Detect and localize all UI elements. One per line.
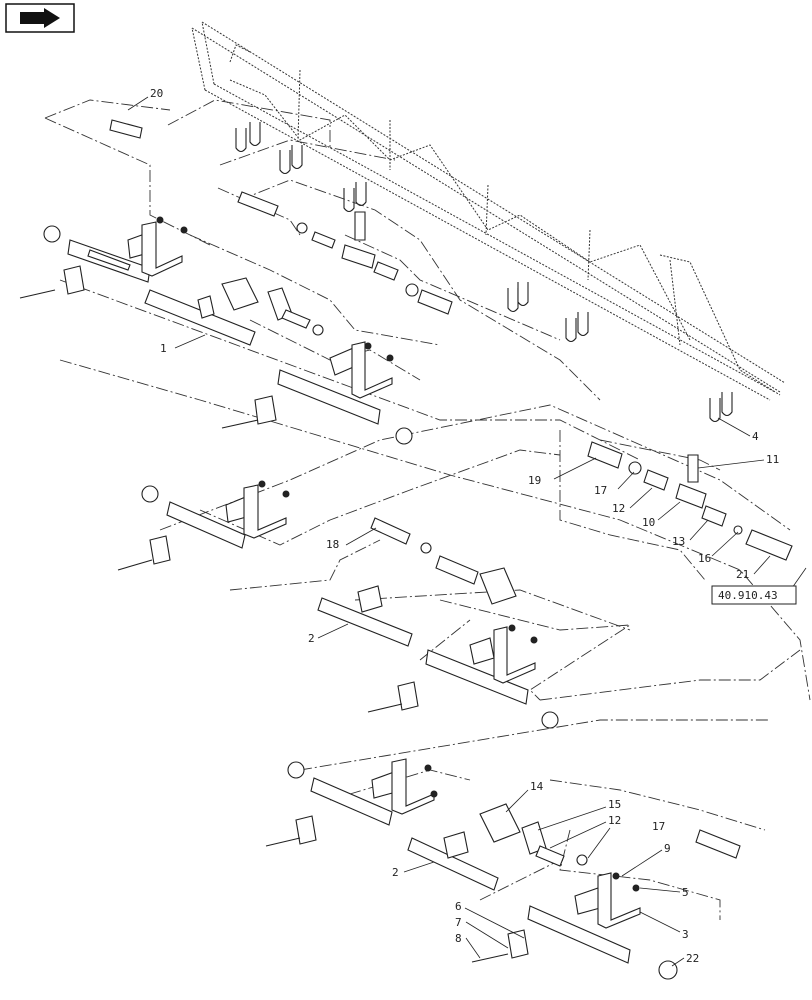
callout-14: 14 [530, 780, 544, 793]
callout-1: 1 [160, 342, 167, 355]
callout-12a: 12 [612, 502, 625, 515]
callout-21: 21 [736, 568, 749, 581]
callout-2a: 2 [308, 632, 315, 645]
callout-22: 22 [686, 952, 699, 965]
callout-3: 3 [682, 928, 689, 941]
next-page-arrow-icon[interactable] [5, 3, 75, 33]
callout-19: 19 [528, 474, 541, 487]
callout-10: 10 [642, 516, 655, 529]
callout-16: 16 [698, 552, 711, 565]
top-fittings-chain [109, 119, 453, 315]
callout-8: 8 [455, 932, 462, 945]
boom-section-1-assembly [19, 216, 413, 445]
callout-12b: 12 [608, 814, 621, 827]
callout-15: 15 [608, 798, 621, 811]
callout-7: 7 [455, 916, 462, 929]
callout-20: 20 [150, 87, 163, 100]
callout-6: 6 [455, 900, 462, 913]
boom-truss-frame [191, 21, 786, 401]
hose-routing-lines [44, 99, 811, 920]
reference-text: 40.910.43 [718, 589, 778, 602]
callout-4: 4 [752, 430, 759, 443]
reference-link-box[interactable]: 40.910.43 [711, 585, 797, 605]
u-bolts [235, 122, 733, 423]
callout-5: 5 [682, 886, 689, 899]
callout-labels: 20 1 2 2 4 19 18 17 12 10 13 16 21 11 14… [150, 87, 779, 965]
boom-section-3-assembly [265, 758, 741, 980]
boom-section-2-assembly [117, 480, 559, 729]
callout-13: 13 [672, 535, 685, 548]
callout-17a: 17 [594, 484, 607, 497]
right-fittings-cluster [587, 441, 793, 561]
callout-9: 9 [664, 842, 671, 855]
callout-leaders [127, 96, 807, 967]
callout-17b: 17 [652, 820, 665, 833]
callout-11: 11 [766, 453, 779, 466]
callout-18: 18 [326, 538, 339, 551]
callout-2b: 2 [392, 866, 399, 879]
